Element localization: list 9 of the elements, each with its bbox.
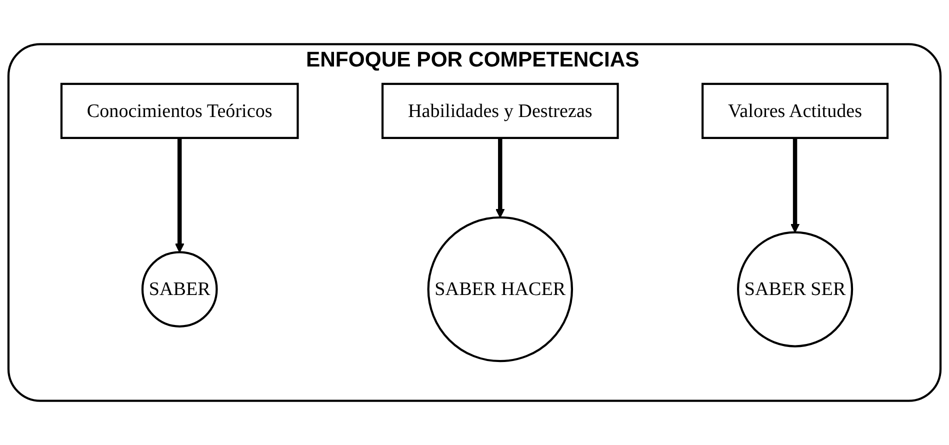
node-circle: SABER xyxy=(141,251,218,328)
arrow xyxy=(496,138,505,218)
node-box: Valores Actitudes xyxy=(702,82,889,139)
node-box: Conocimientos Teóricos xyxy=(60,82,299,139)
node-circle: SABER HACER xyxy=(427,216,574,362)
arrow xyxy=(174,138,184,253)
node-box: Habilidades y Destrezas xyxy=(381,82,619,139)
node-circle: SABER SER xyxy=(737,231,854,348)
arrow xyxy=(790,138,800,233)
